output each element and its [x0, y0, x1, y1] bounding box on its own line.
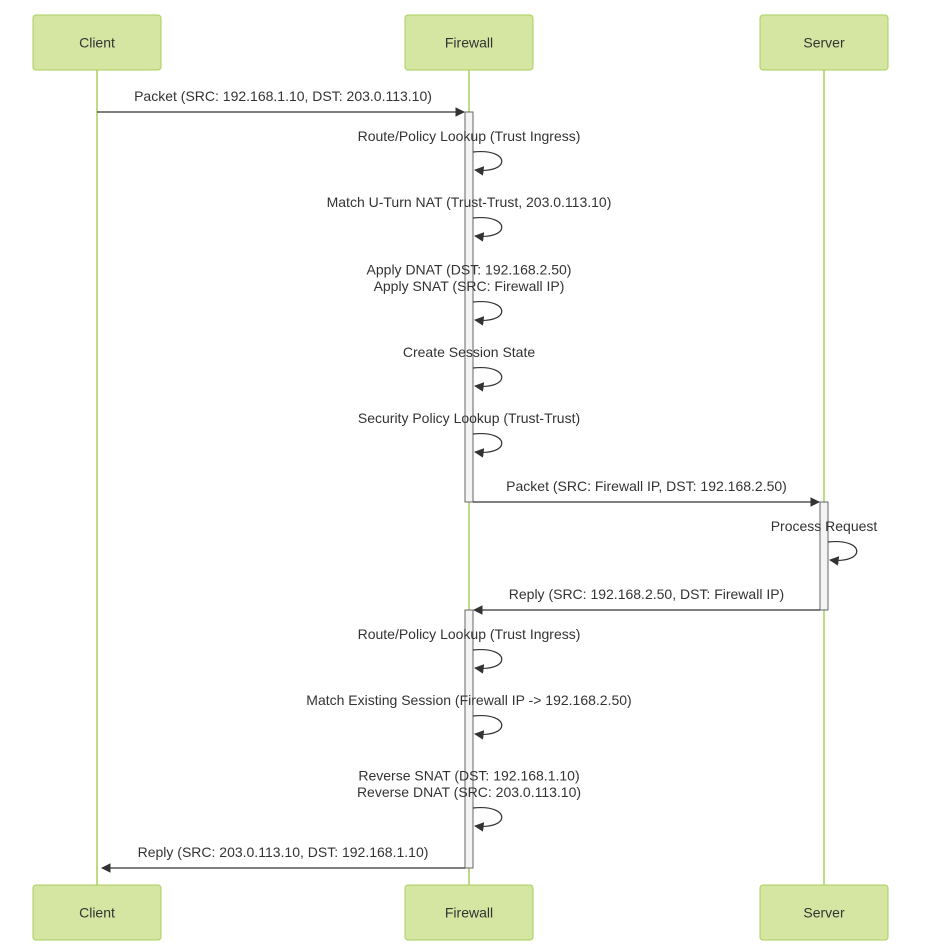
actor-box — [759, 884, 889, 941]
message-1: Packet (SRC: 192.168.1.10, DST: 203.0.11… — [97, 88, 465, 117]
message-label: Apply DNAT (DST: 192.168.2.50) — [367, 262, 572, 278]
message-13: Reply (SRC: 203.0.113.10, DST: 192.168.1… — [101, 844, 465, 873]
actor-label: Firewall — [445, 35, 493, 51]
message-label: Route/Policy Lookup (Trust Ingress) — [358, 128, 581, 144]
message-label: Process Request — [771, 518, 878, 534]
server-actor-bottom: Server — [759, 884, 889, 941]
message-5: Create Session State — [403, 344, 536, 392]
server-actor-top: Server — [759, 14, 889, 71]
message-label: Route/Policy Lookup (Trust Ingress) — [358, 626, 581, 642]
message-label: Match Existing Session (Firewall IP -> 1… — [306, 692, 631, 708]
message-7: Packet (SRC: Firewall IP, DST: 192.168.2… — [473, 478, 820, 507]
message-label: Match U-Turn NAT (Trust-Trust, 203.0.113… — [327, 194, 612, 210]
message-12: Reverse SNAT (DST: 192.168.1.10)Reverse … — [357, 768, 581, 832]
message-11: Match Existing Session (Firewall IP -> 1… — [306, 692, 632, 740]
message-label: Reverse DNAT (SRC: 203.0.113.10) — [357, 784, 581, 800]
message-10: Route/Policy Lookup (Trust Ingress) — [358, 626, 581, 674]
message-label: Reply (SRC: 203.0.113.10, DST: 192.168.1… — [138, 844, 429, 860]
message-label: Create Session State — [403, 344, 536, 360]
message-2: Route/Policy Lookup (Trust Ingress) — [358, 128, 581, 176]
firewall-actor-bottom: Firewall — [404, 884, 534, 941]
actor-label: Client — [79, 905, 115, 921]
self-message-arrow — [472, 301, 503, 326]
self-message-arrow — [472, 807, 503, 832]
firewall-actor-top: Firewall — [404, 14, 534, 71]
actor-label: Firewall — [445, 905, 493, 921]
actor-box — [759, 14, 889, 71]
message-9: Reply (SRC: 192.168.2.50, DST: Firewall … — [473, 586, 820, 615]
message-label: Reverse SNAT (DST: 192.168.1.10) — [358, 768, 579, 784]
self-message-arrow — [827, 541, 858, 566]
self-message-arrow — [472, 649, 503, 674]
message-4: Apply DNAT (DST: 192.168.2.50)Apply SNAT… — [367, 262, 572, 326]
actor-box — [404, 884, 534, 941]
server-activation-bar — [819, 501, 829, 611]
client-actor-bottom: Client — [32, 884, 162, 941]
message-6: Security Policy Lookup (Trust-Trust) — [358, 410, 580, 458]
actor-box — [32, 14, 162, 71]
self-message-arrow — [472, 367, 503, 392]
actor-label: Server — [803, 905, 845, 921]
actor-label: Client — [79, 35, 115, 51]
message-label: Security Policy Lookup (Trust-Trust) — [358, 410, 580, 426]
self-message-arrow — [472, 433, 503, 458]
firewall-activation-bar — [464, 111, 474, 503]
message-label: Reply (SRC: 192.168.2.50, DST: Firewall … — [509, 586, 784, 602]
message-label: Apply SNAT (SRC: Firewall IP) — [374, 278, 565, 294]
client-actor-top: Client — [32, 14, 162, 71]
actor-box — [404, 14, 534, 71]
self-message-arrow — [472, 715, 503, 740]
message-8: Process Request — [771, 518, 878, 566]
firewall-activation-bar — [464, 609, 474, 869]
self-message-arrow — [472, 151, 503, 176]
message-label: Packet (SRC: 192.168.1.10, DST: 203.0.11… — [134, 88, 432, 104]
actor-box — [32, 884, 162, 941]
actor-label: Server — [803, 35, 845, 51]
message-label: Packet (SRC: Firewall IP, DST: 192.168.2… — [506, 478, 787, 494]
message-3: Match U-Turn NAT (Trust-Trust, 203.0.113… — [327, 194, 612, 242]
self-message-arrow — [472, 217, 503, 242]
